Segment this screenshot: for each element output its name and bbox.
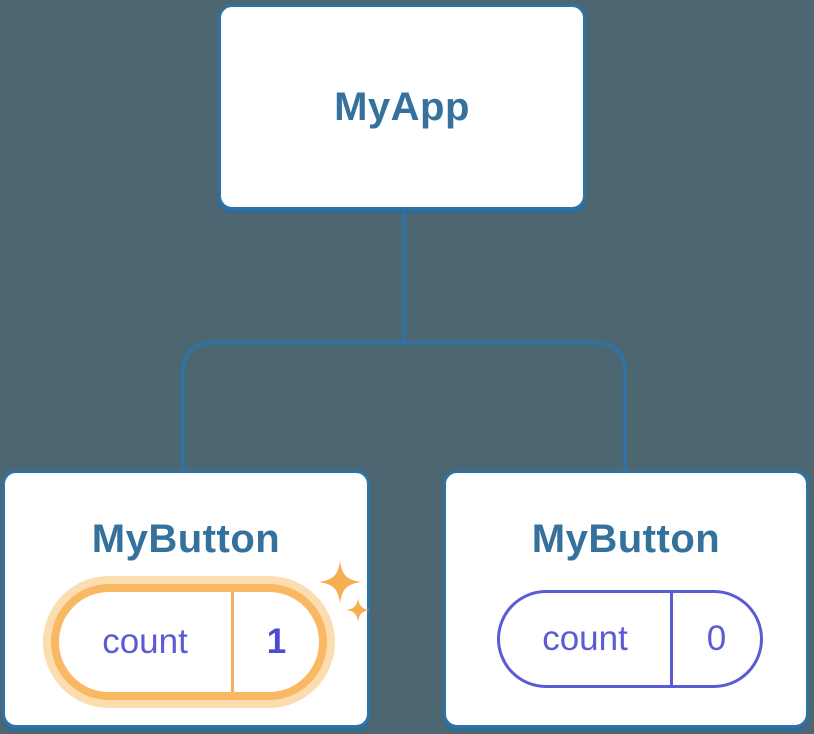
node-label: MyButton (91, 517, 281, 561)
node-mybutton-updated: MyButton count 1 (2, 470, 370, 728)
connector-branch-bracket (181, 341, 627, 471)
sparkle-icon (319, 561, 361, 603)
node-label: MyButton (531, 517, 721, 561)
state-key: count (542, 619, 628, 658)
state-pill-divider (670, 593, 673, 685)
node-label: MyApp (334, 84, 470, 129)
state-pill-highlight-ring: count 1 (51, 584, 327, 700)
state-key: count (102, 622, 188, 661)
state-pill: count 0 (497, 590, 763, 688)
state-value: 1 (266, 622, 287, 661)
node-mybutton-unchanged: MyButton count 0 (443, 470, 809, 728)
state-value: 0 (706, 619, 727, 658)
sparkle-icon (346, 598, 370, 622)
node-myapp: MyApp (218, 4, 586, 210)
state-pill-divider (231, 592, 234, 692)
state-pill: count 1 (59, 592, 319, 692)
state-pill-highlight-glow: count 1 (43, 576, 335, 708)
